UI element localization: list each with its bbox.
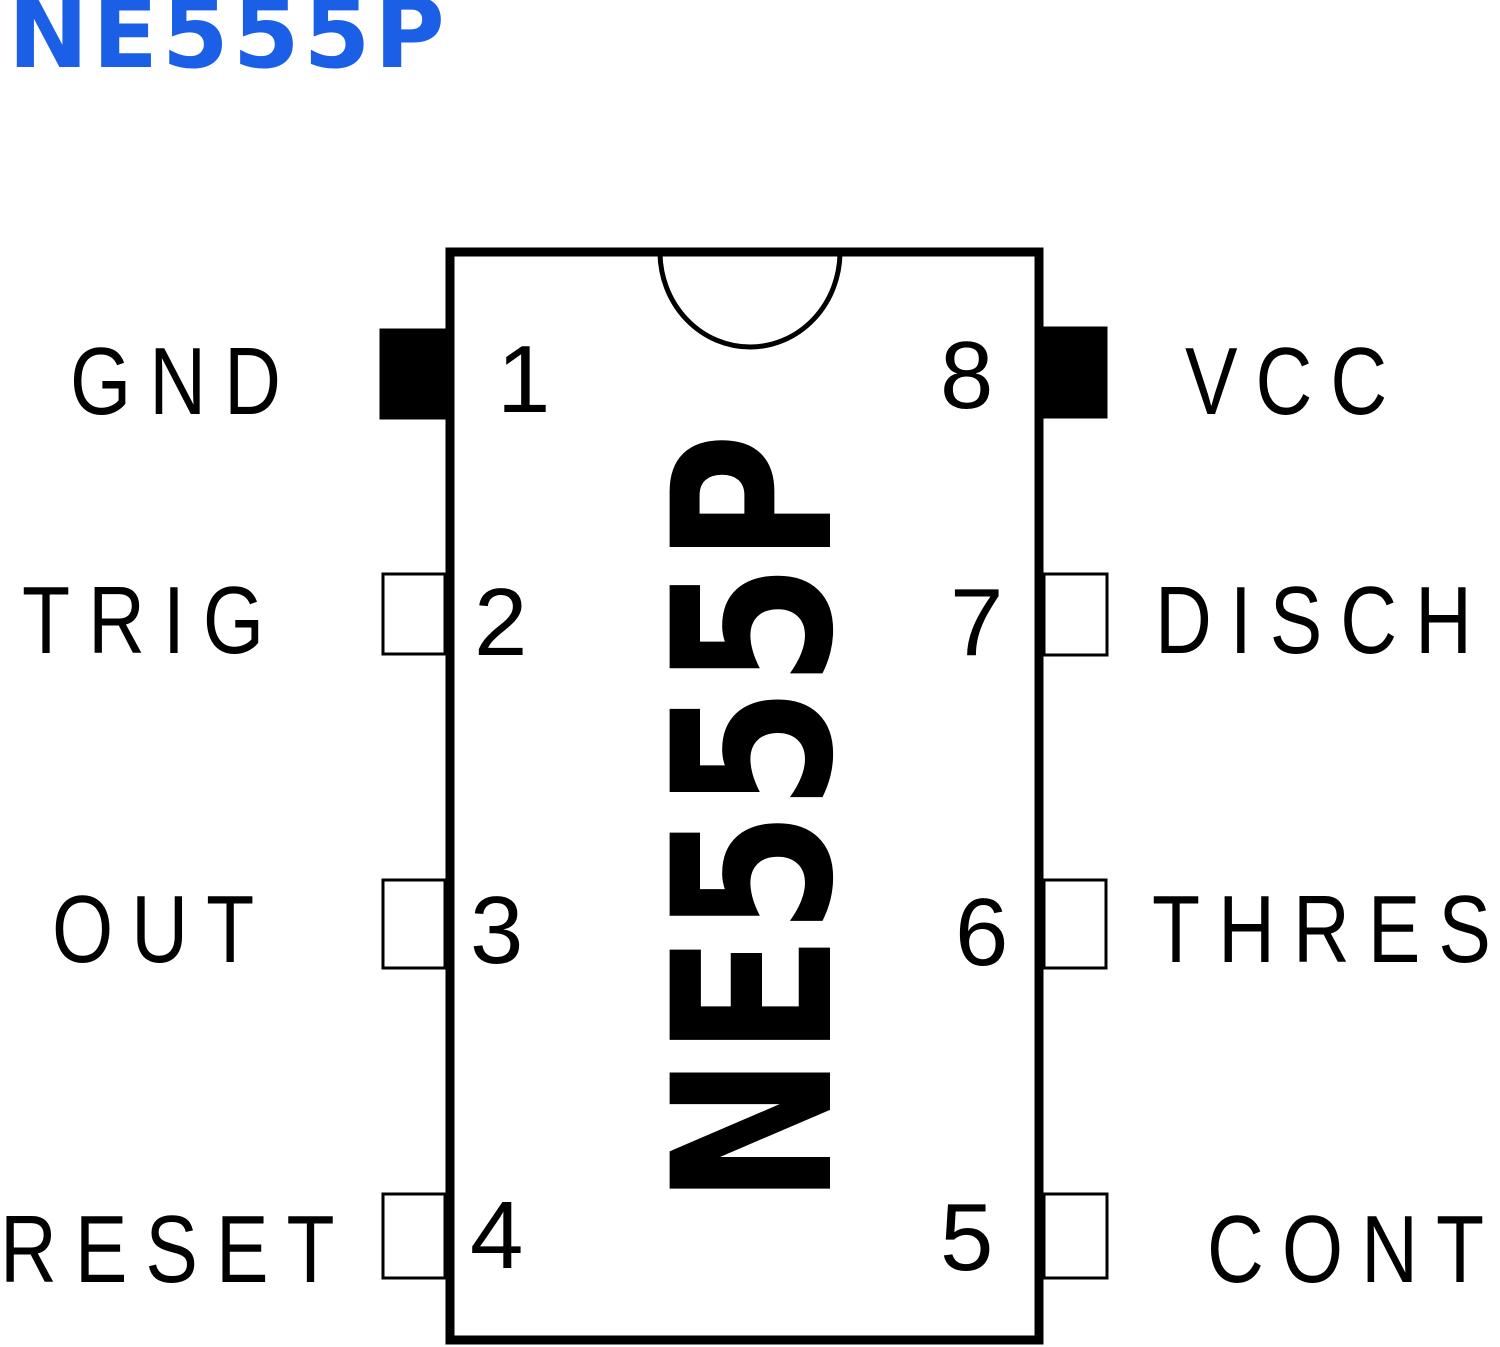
pin-1-pad <box>379 328 447 420</box>
pin-8-number: 8 <box>940 322 993 429</box>
pin-1-number: 1 <box>497 326 550 433</box>
pin-2-number: 2 <box>474 569 527 676</box>
pin-5-number: 5 <box>940 1184 993 1291</box>
pin-4-number: 4 <box>470 1182 523 1289</box>
pin-7-pad <box>1042 572 1109 657</box>
pin-3-label: OUT <box>52 876 272 983</box>
pin-2-pad <box>381 572 447 656</box>
pin-8-pad <box>1042 326 1108 419</box>
pin-6-number: 6 <box>955 879 1008 986</box>
pin-7-label: DISCH <box>1155 567 1490 674</box>
pin-4-label: RESET <box>0 1196 353 1303</box>
pin-5-label: CONT <box>1207 1196 1500 1303</box>
pin-3-number: 3 <box>470 877 523 984</box>
pin-2-label: TRIG <box>22 567 282 674</box>
pin-6-pad <box>1042 878 1108 970</box>
pin-8-label: VCC <box>1185 328 1405 435</box>
pin-7-number: 7 <box>950 569 1003 676</box>
orientation-notch <box>657 251 843 350</box>
pin-3-pad <box>381 878 447 970</box>
chip-marking: NE555P <box>626 433 882 1205</box>
pin-6-label: THRES <box>1152 876 1500 983</box>
pin-1-label: GND <box>70 328 299 435</box>
ic-package-body <box>445 247 1044 1345</box>
pin-4-pad <box>381 1192 447 1280</box>
pin-5-pad <box>1042 1192 1109 1280</box>
diagram-title: NE555P <box>8 0 449 90</box>
